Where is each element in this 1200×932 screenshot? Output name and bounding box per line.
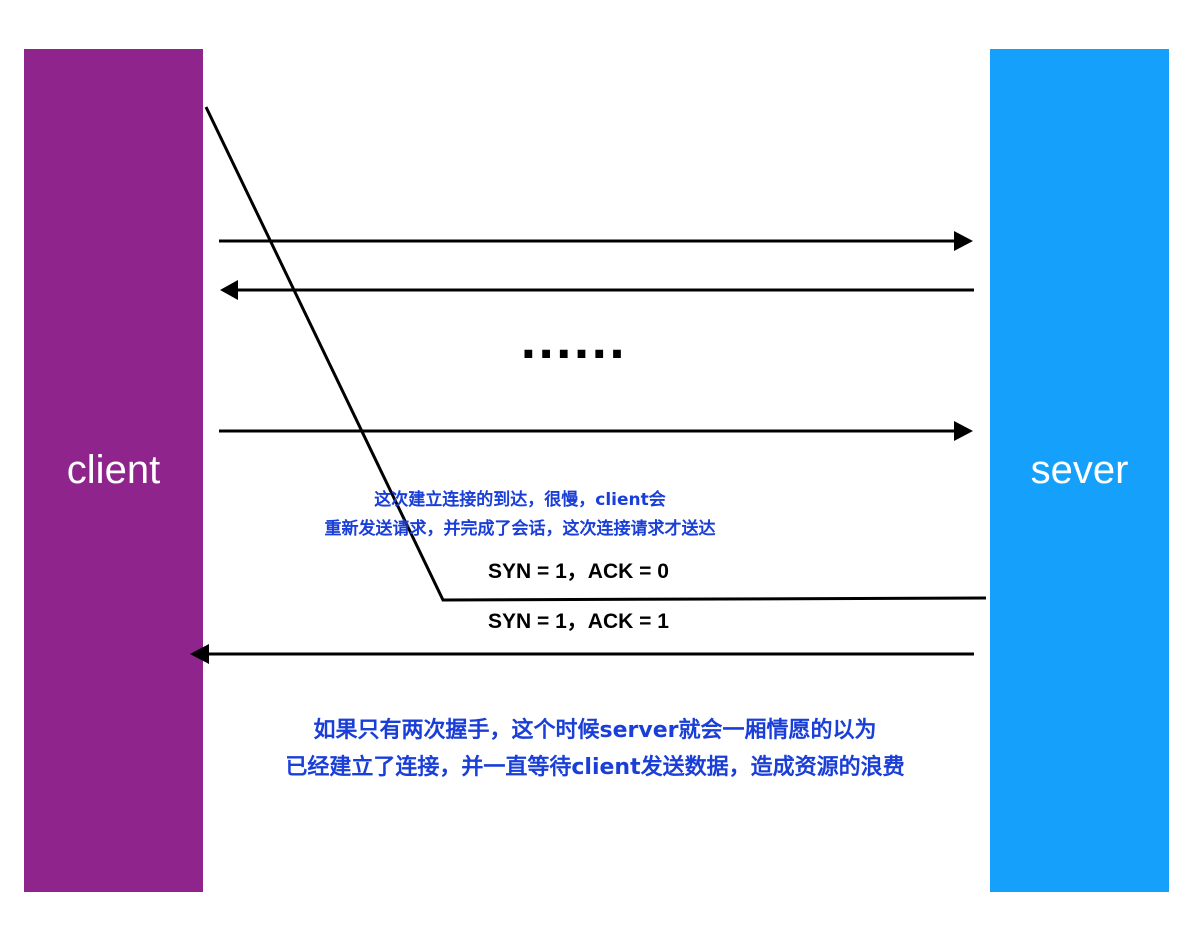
syn-ack-0-label: SYN = 1，ACK = 0 [488,560,669,583]
arrowhead-to-client-1 [220,280,238,300]
syn-ack-1-label: SYN = 1，ACK = 1 [488,610,669,633]
delayed-request-note-line1: 这次建立连接的到达，很慢，client会 [374,490,666,510]
server-lane: sever [990,49,1169,892]
delayed-request-note-line2: 重新发送请求，并完成了会话，这次连接请求才送达 [324,519,716,539]
two-way-handshake-note-line2: 已经建立了连接，并一直等待client发送数据，造成资源的浪费 [285,755,905,780]
ellipsis-text: ...... [520,318,627,369]
two-way-handshake-note: 如果只有两次握手，这个时候server就会一厢情愿的以为 已经建立了连接，并一直… [180,712,1010,786]
arrowhead-to-server-1 [954,231,973,251]
server-label: sever [1030,448,1129,492]
delayed-request-line [204,106,987,602]
client-lane: client [24,49,203,892]
two-way-handshake-note-line1: 如果只有两次握手，这个时候server就会一厢情愿的以为 [313,718,877,743]
client-label: client [66,448,161,492]
arrowhead-to-client-2 [190,644,209,664]
arrowhead-to-server-2 [954,421,973,441]
delayed-request-note: 这次建立连接的到达，很慢，client会 重新发送请求，并完成了会话，这次连接请… [230,486,810,544]
